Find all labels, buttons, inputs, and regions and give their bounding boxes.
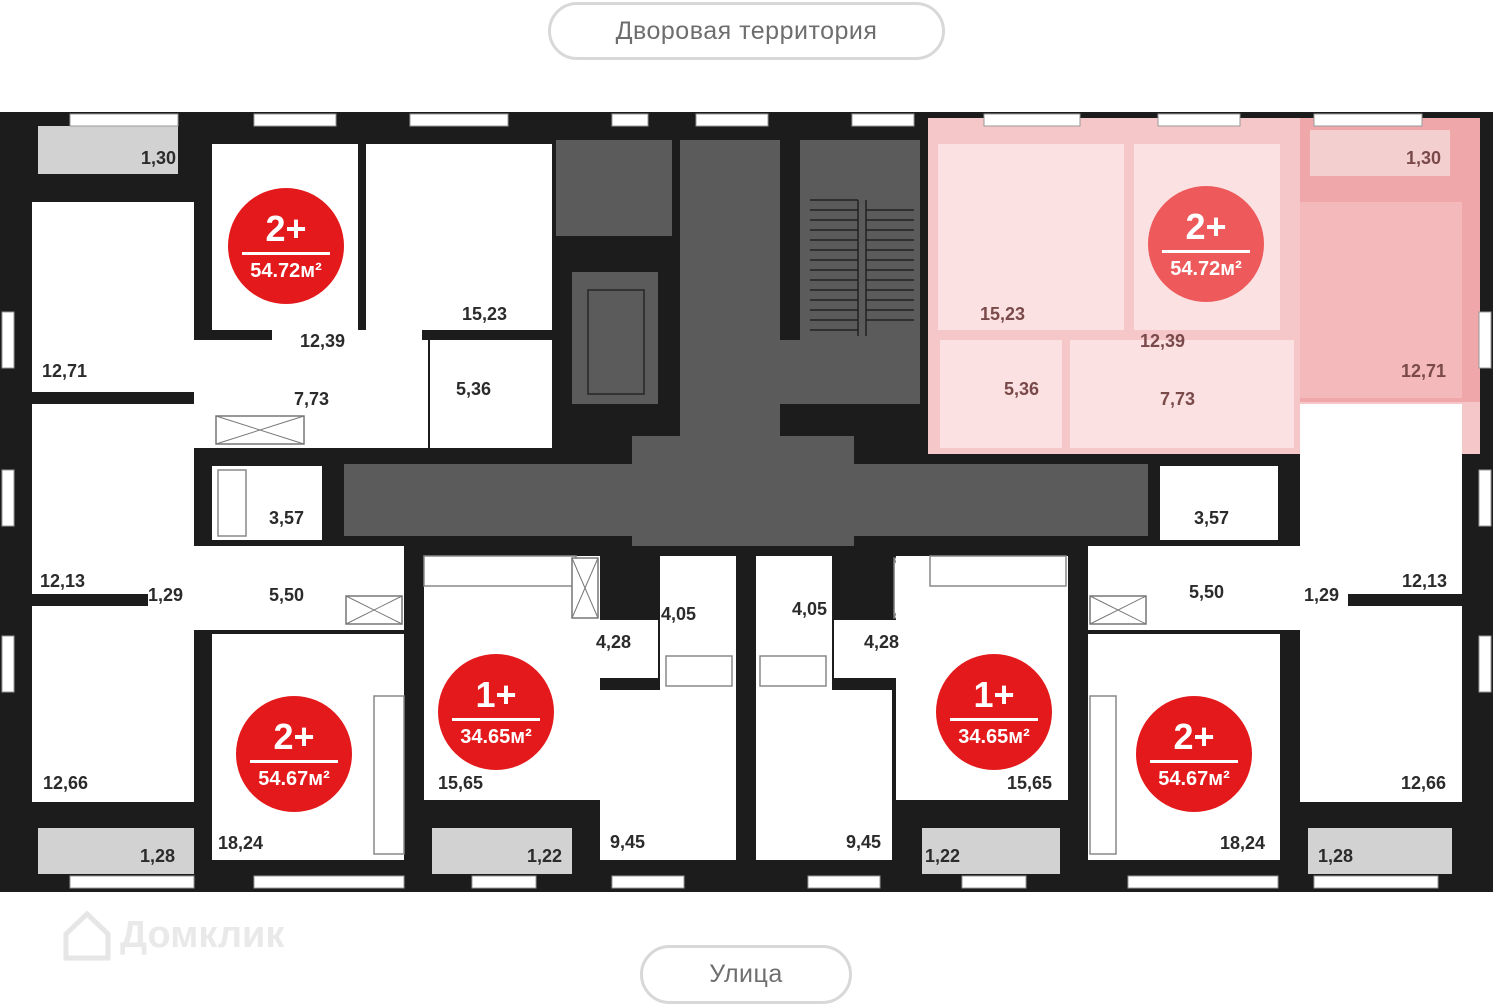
area-label: 1,22 bbox=[527, 846, 563, 866]
badge-rooms: 2+ bbox=[1185, 206, 1227, 247]
apartment-badge[interactable]: 2+ 54.72м² bbox=[228, 188, 344, 304]
apartment-badge[interactable]: 2+ 54.67м² bbox=[236, 696, 352, 812]
area-label: 15,65 bbox=[438, 773, 484, 793]
balcony-bcl bbox=[432, 828, 572, 874]
area-label: 1,22 bbox=[925, 846, 961, 866]
area-label: 12,66 bbox=[1401, 773, 1447, 793]
bath-tl bbox=[430, 340, 552, 448]
balcony-br bbox=[1308, 828, 1452, 874]
apartment-badge-selected[interactable]: 2+ 54.72м² bbox=[1148, 186, 1264, 302]
badge-area: 54.67м² bbox=[1158, 768, 1230, 790]
badge-divider bbox=[1162, 250, 1250, 253]
balcony-tl bbox=[38, 126, 178, 174]
room-tl-1 bbox=[32, 202, 194, 392]
area-label: 3,57 bbox=[269, 508, 305, 528]
house-logo-icon bbox=[63, 910, 111, 961]
apartment-badge[interactable]: 1+ 34.65м² bbox=[936, 654, 1052, 770]
area-label: 5,36 bbox=[1004, 379, 1040, 399]
badge-rooms: 1+ bbox=[475, 674, 517, 715]
badge-area: 54.72м² bbox=[250, 260, 322, 282]
badge-rooms: 2+ bbox=[273, 716, 315, 757]
area-label: 4,05 bbox=[661, 604, 697, 624]
core-block-1 bbox=[556, 140, 672, 236]
badge-rooms: 1+ bbox=[973, 674, 1015, 715]
area-label: 4,28 bbox=[864, 632, 900, 652]
street-side-label: Улица bbox=[640, 945, 852, 1004]
apartment-badge[interactable]: 1+ 34.65м² bbox=[438, 654, 554, 770]
area-label: 15,65 bbox=[1007, 773, 1053, 793]
room-br-1 bbox=[1300, 404, 1462, 594]
room-bcr bbox=[756, 690, 892, 860]
area-label: 1,28 bbox=[1318, 846, 1354, 866]
area-label: 3,57 bbox=[1194, 508, 1230, 528]
area-label: 1,28 bbox=[140, 846, 176, 866]
area-label: 18,24 bbox=[1220, 833, 1266, 853]
badge-area: 34.65м² bbox=[460, 726, 532, 748]
area-label: 15,23 bbox=[980, 304, 1026, 324]
area-label: 12,71 bbox=[42, 361, 88, 381]
yard-side-label: Дворовая территория bbox=[548, 2, 945, 60]
area-label: 5,50 bbox=[1189, 582, 1225, 602]
badge-divider bbox=[950, 718, 1038, 721]
area-label: 4,28 bbox=[596, 632, 632, 652]
bath-br bbox=[1160, 466, 1278, 540]
area-label: 5,36 bbox=[456, 379, 492, 399]
area-label: 4,05 bbox=[792, 599, 828, 619]
kitchen-tl bbox=[366, 144, 552, 330]
apartment-badge[interactable]: 2+ 54.67м² bbox=[1136, 696, 1252, 812]
area-label: 9,45 bbox=[610, 832, 646, 852]
watermark: Домклик bbox=[60, 908, 284, 962]
badge-divider bbox=[242, 252, 330, 255]
area-label: 1,29 bbox=[148, 585, 184, 605]
area-label: 12,71 bbox=[1401, 361, 1447, 381]
room-br-2 bbox=[1300, 606, 1462, 802]
badge-area: 54.72м² bbox=[1170, 258, 1242, 280]
area-label: 12,13 bbox=[1402, 571, 1448, 591]
area-label: 18,24 bbox=[218, 833, 264, 853]
area-label: 12,13 bbox=[40, 571, 86, 591]
badge-area: 54.67м² bbox=[258, 768, 330, 790]
badge-divider bbox=[1150, 760, 1238, 763]
area-label: 12,39 bbox=[300, 331, 346, 351]
area-label: 9,45 bbox=[846, 832, 882, 852]
area-label: 1,30 bbox=[141, 148, 177, 168]
watermark-text: Домклик bbox=[120, 913, 285, 956]
badge-rooms: 2+ bbox=[1173, 716, 1215, 757]
area-label: 1,30 bbox=[1406, 148, 1442, 168]
badge-divider bbox=[250, 760, 338, 763]
area-label: 12,39 bbox=[1140, 331, 1186, 351]
balcony-bcr bbox=[922, 828, 1060, 874]
area-label: 7,73 bbox=[294, 389, 330, 409]
corridor bbox=[344, 464, 1148, 536]
area-label: 15,23 bbox=[462, 304, 508, 324]
area-label: 12,66 bbox=[43, 773, 89, 793]
lift-hall bbox=[680, 140, 780, 440]
badge-area: 34.65м² bbox=[958, 726, 1030, 748]
area-label: 1,29 bbox=[1304, 585, 1340, 605]
balcony-bl bbox=[38, 828, 194, 874]
badge-divider bbox=[452, 718, 540, 721]
room-bl-2 bbox=[32, 606, 194, 802]
badge-rooms: 2+ bbox=[265, 208, 307, 249]
room-bcl bbox=[600, 690, 736, 860]
area-label: 5,50 bbox=[269, 585, 305, 605]
area-label: 7,73 bbox=[1160, 389, 1196, 409]
